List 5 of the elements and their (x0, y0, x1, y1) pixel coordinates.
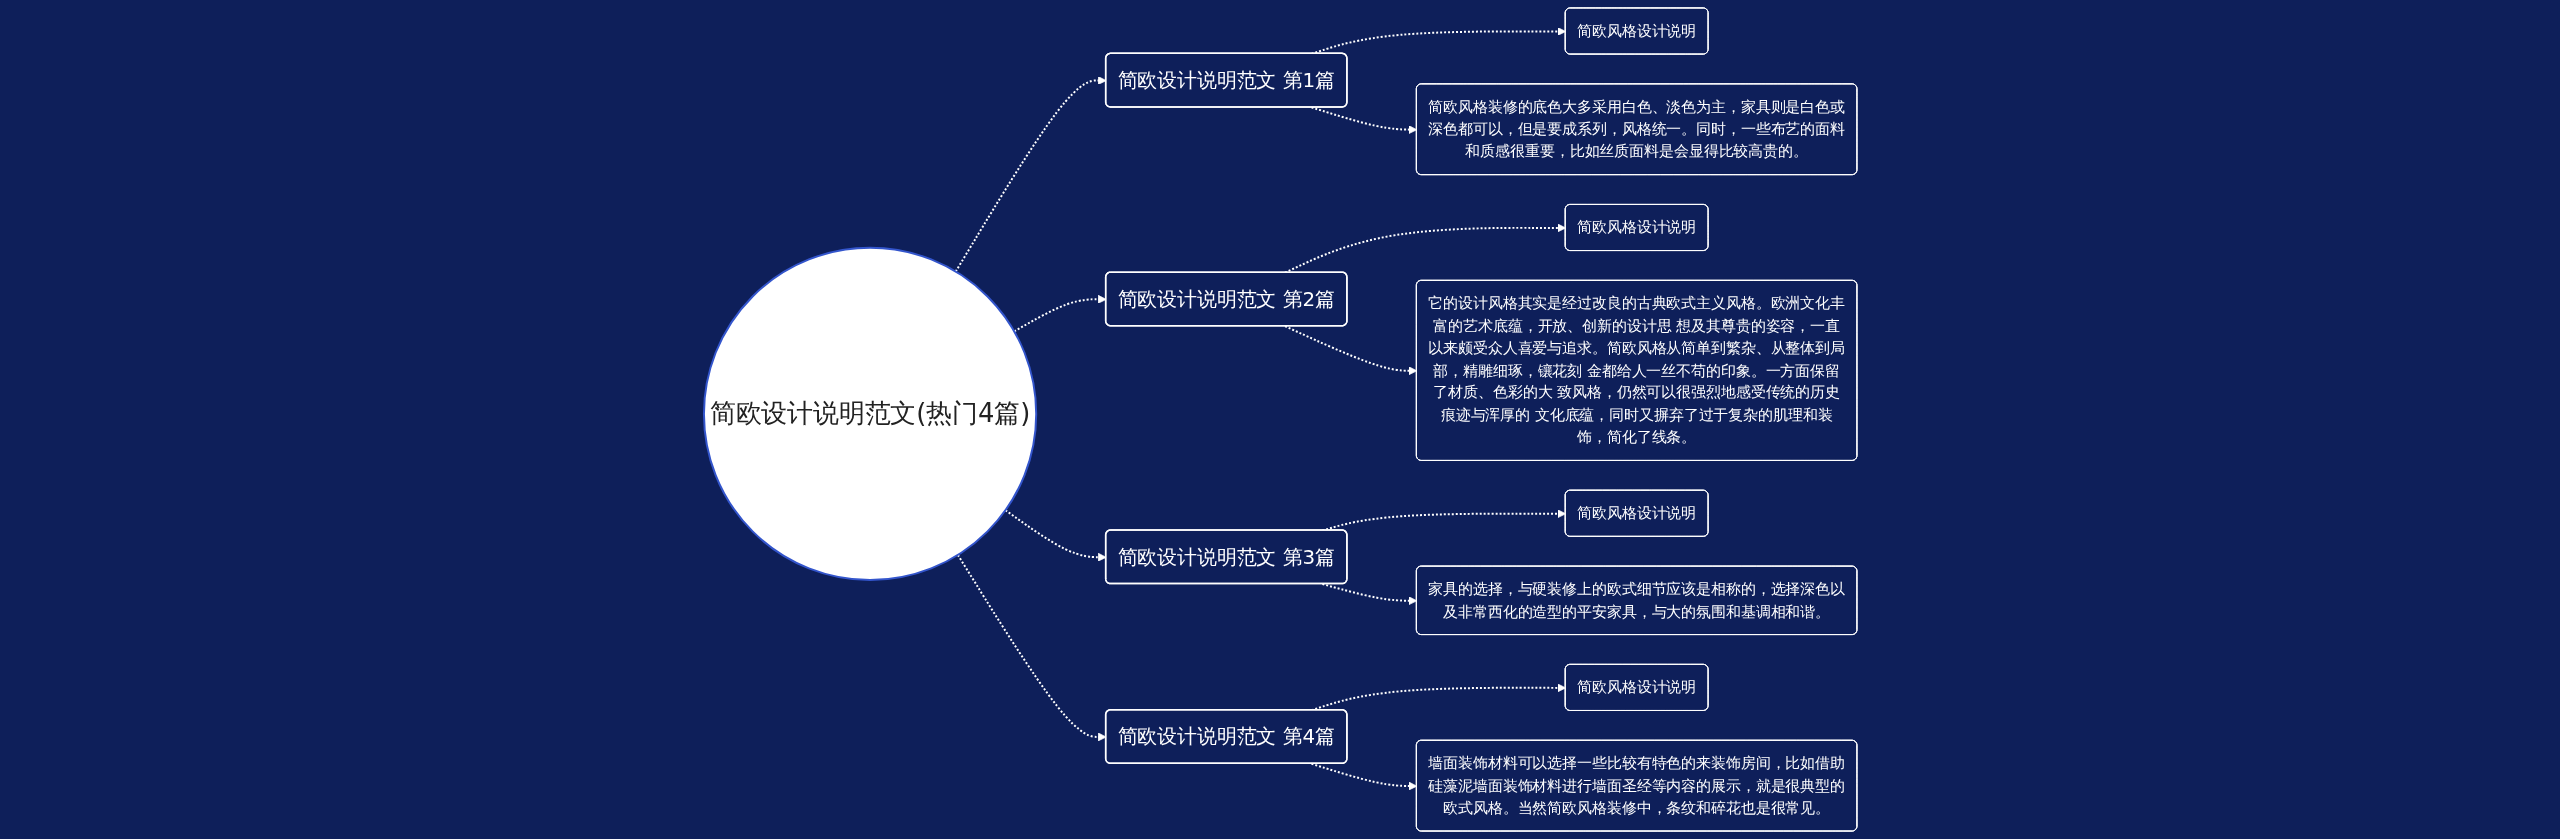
node-circle: 简欧设计说明范文(热门4篇) (702, 246, 1037, 582)
arrow (1320, 583, 1417, 606)
arrow (1310, 762, 1417, 791)
arrow (1310, 106, 1417, 134)
arrow (1283, 325, 1417, 376)
